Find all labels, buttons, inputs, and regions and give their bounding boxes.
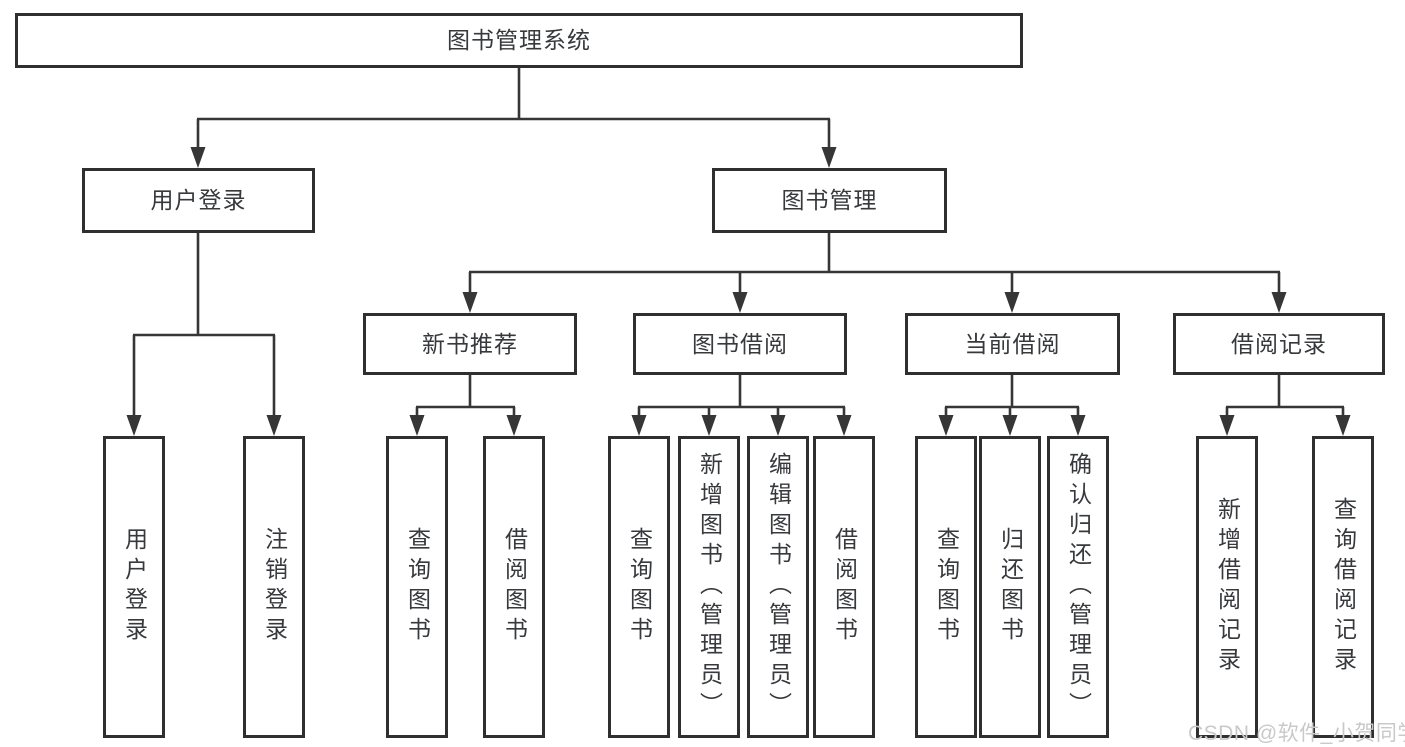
leaf-confirm-return-admin: 确认归还（管理员） <box>1047 436 1109 738</box>
leaf-label: 查询图书 <box>404 527 431 647</box>
node-borrow-records: 借阅记录 <box>1173 313 1385 375</box>
leaf-label: 新增图书（管理员） <box>696 452 723 722</box>
csdn-watermark: CSDN @软件_小贺同学 <box>1188 722 1405 745</box>
node-book-management: 图书管理 <box>712 168 947 233</box>
leaf-query-books-current: 查询图书 <box>915 436 977 738</box>
node-user-login: 用户登录 <box>82 168 315 233</box>
leaf-query-books-borrow: 查询图书 <box>608 436 670 738</box>
leaf-edit-book-admin: 编辑图书（管理员） <box>747 436 809 738</box>
node-current-borrow: 当前借阅 <box>905 313 1120 375</box>
leaf-add-borrow-record: 新增借阅记录 <box>1196 436 1258 738</box>
leaf-query-books-recommend: 查询图书 <box>386 436 448 738</box>
leaf-borrow-books-recommend: 借阅图书 <box>483 436 545 738</box>
leaf-label: 借阅图书 <box>501 527 528 647</box>
leaf-label: 用户登录 <box>121 527 148 647</box>
node-label: 图书管理 <box>781 187 878 213</box>
leaf-label: 归还图书 <box>997 527 1024 647</box>
leaf-user-login: 用户登录 <box>103 436 165 738</box>
leaf-label: 查询图书 <box>933 527 960 647</box>
connector-book-borrow-to-leaves <box>631 375 852 436</box>
node-label: 用户登录 <box>150 187 247 213</box>
node-label: 借阅记录 <box>1231 330 1327 357</box>
node-book-borrow: 图书借阅 <box>633 313 847 375</box>
leaf-label: 借阅图书 <box>831 527 858 647</box>
leaf-return-books: 归还图书 <box>979 436 1041 738</box>
leaf-query-borrow-record: 查询借阅记录 <box>1312 436 1374 738</box>
node-label: 当前借阅 <box>964 330 1061 357</box>
node-label: 新书推荐 <box>422 330 518 357</box>
node-new-book-recommend: 新书推荐 <box>363 313 577 375</box>
leaf-label: 确认归还（管理员） <box>1065 452 1092 722</box>
leaf-label: 新增借阅记录 <box>1214 497 1241 677</box>
connector-current-borrow-to-leaves <box>938 375 1086 436</box>
leaf-label: 注销登录 <box>261 527 288 647</box>
node-label: 图书借阅 <box>692 330 788 357</box>
connector-root-to-level2 <box>190 68 837 168</box>
leaf-label: 编辑图书（管理员） <box>765 452 792 722</box>
leaf-label: 查询图书 <box>626 527 653 647</box>
node-label: 图书管理系统 <box>447 27 591 53</box>
leaf-logout: 注销登录 <box>243 436 305 738</box>
connector-borrow-records-to-leaves <box>1219 375 1351 436</box>
connector-book-management-to-level3 <box>462 233 1287 313</box>
leaf-label: 查询借阅记录 <box>1330 497 1357 677</box>
leaf-borrow-books: 借阅图书 <box>813 436 875 738</box>
connector-new-book-recommend-to-leaves <box>409 375 522 436</box>
leaf-add-book-admin: 新增图书（管理员） <box>678 436 740 738</box>
connector-user-login-to-leaves <box>126 233 282 436</box>
node-library-management-system: 图书管理系统 <box>15 13 1023 68</box>
